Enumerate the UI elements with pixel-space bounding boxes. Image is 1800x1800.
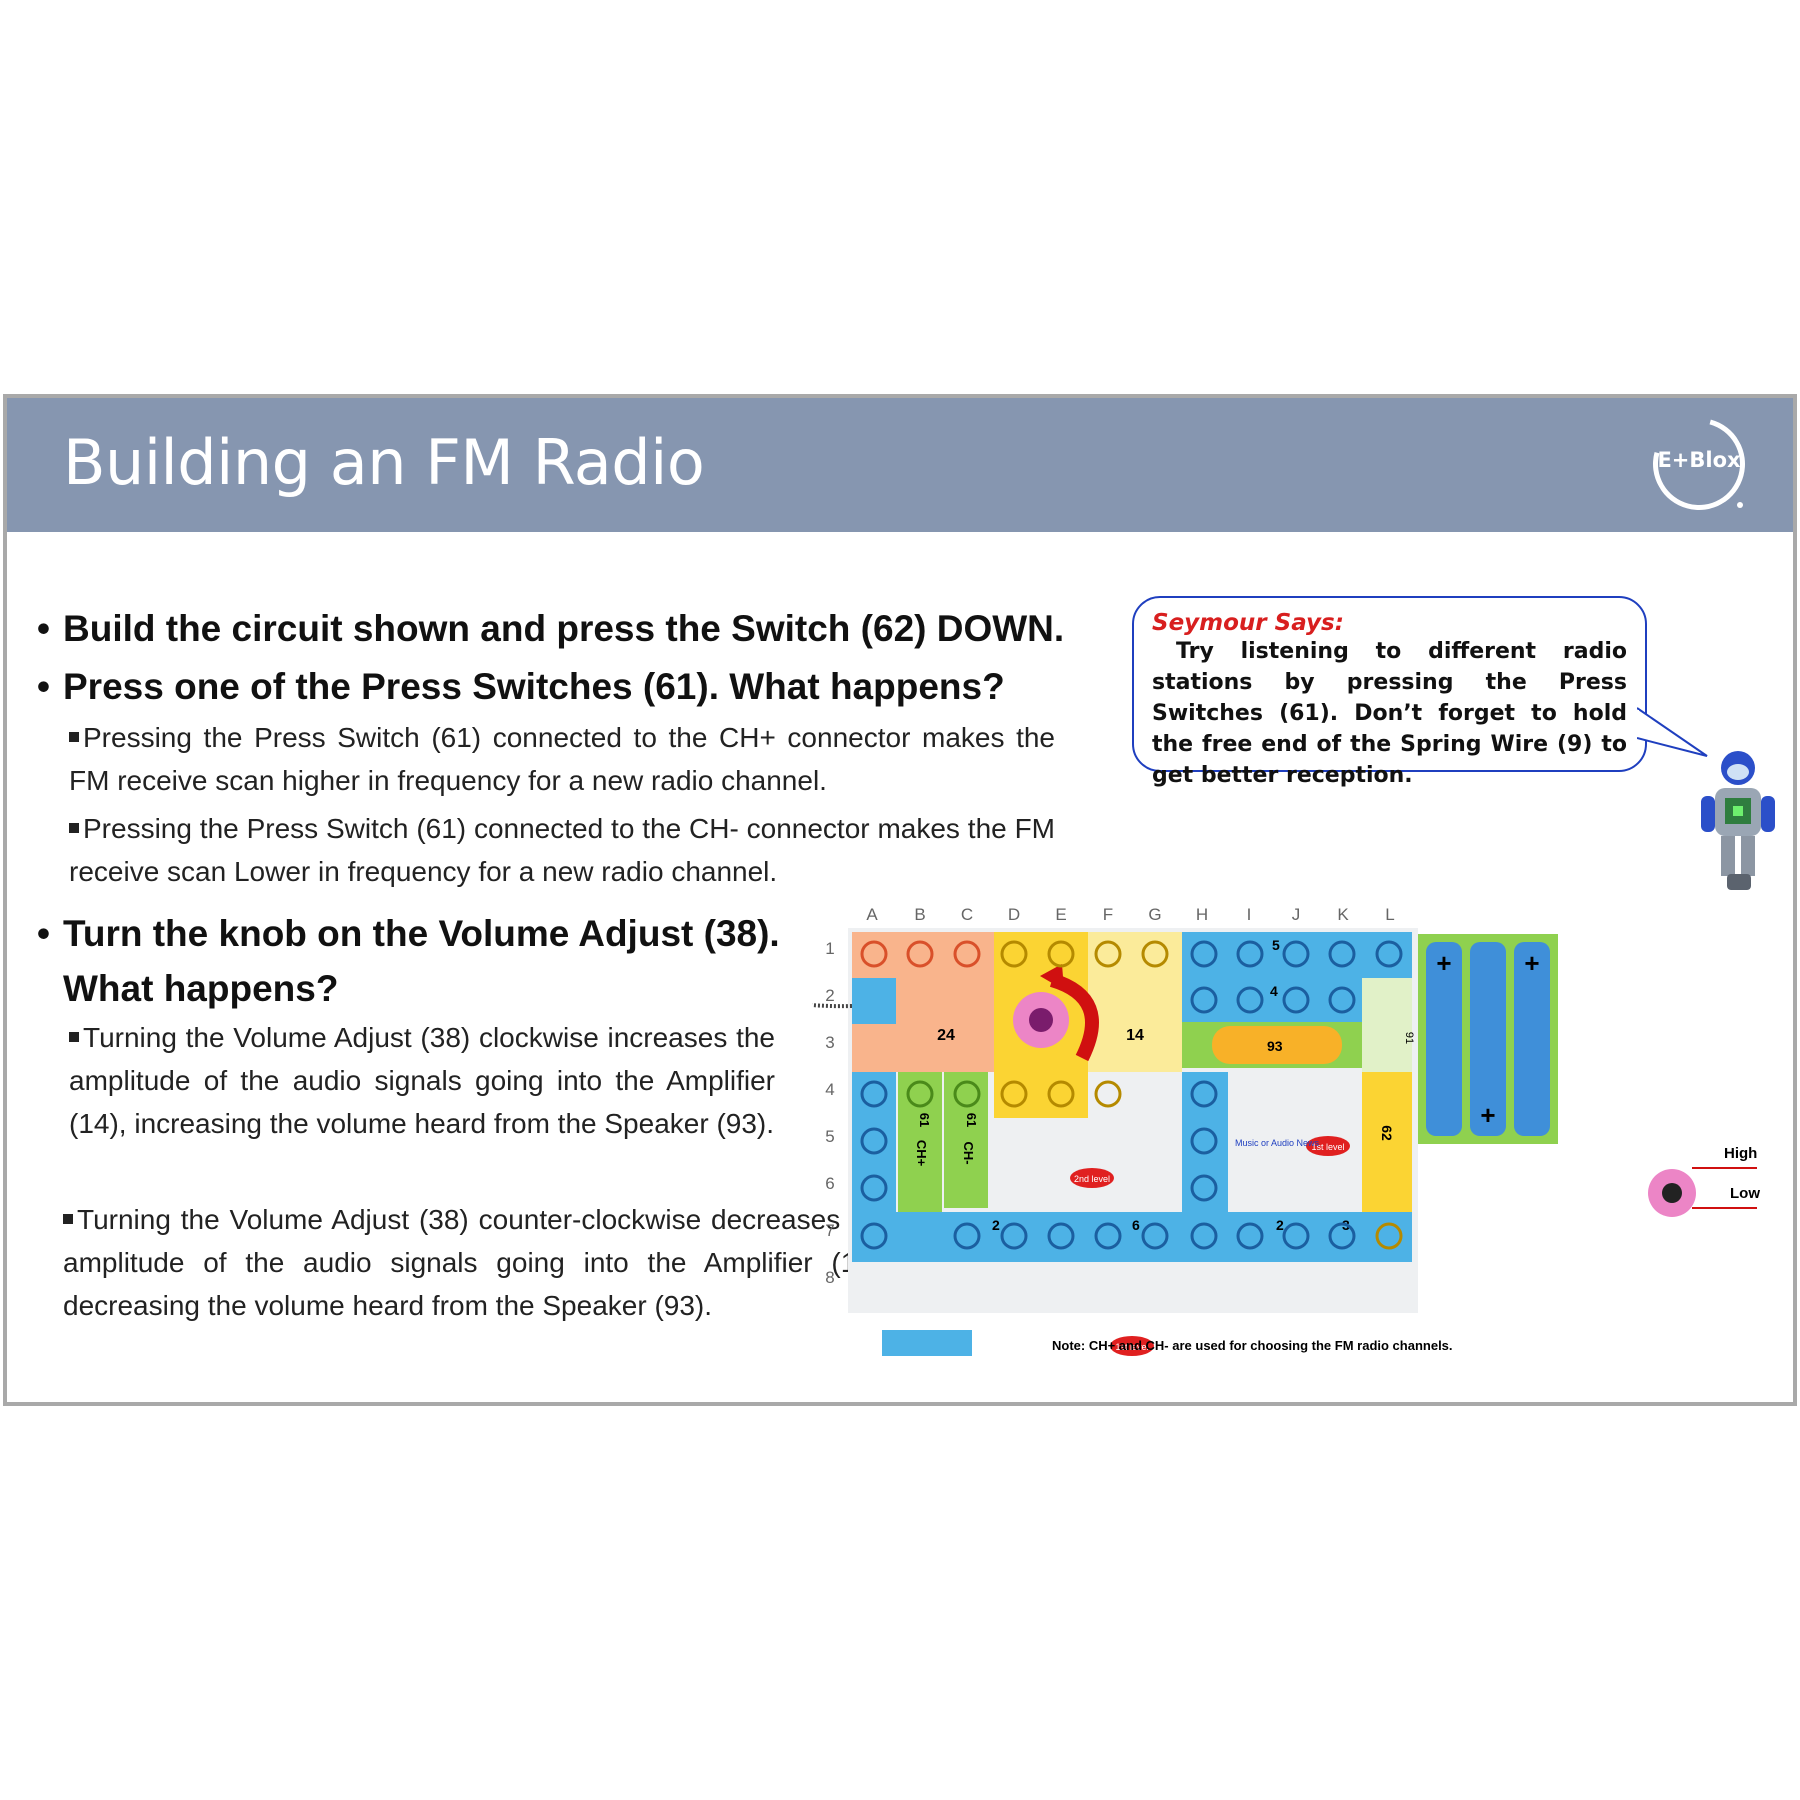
callout-tail	[1637, 707, 1708, 757]
low-label: Low	[1730, 1185, 1760, 1202]
seymour-robot-icon	[1701, 751, 1775, 890]
col-label: J	[1292, 905, 1301, 924]
sw61b-label: 61	[964, 1113, 979, 1127]
row-label: 4	[825, 1080, 834, 1099]
col-label: E	[1055, 905, 1066, 924]
music-label: Music or Audio News	[1235, 1138, 1320, 1148]
slide-title: Building an FM Radio	[63, 426, 705, 499]
battery-label: 91	[1403, 1032, 1415, 1044]
col-label: K	[1337, 905, 1349, 924]
subpoint-text: Pressing the Press Switch (61) connected…	[69, 813, 1055, 887]
bullet-volume-adjust-line2: What happens?	[63, 968, 339, 1009]
col-label: F	[1103, 905, 1113, 924]
subpoint-text: Turning the Volume Adjust (38) clockwise…	[69, 1022, 775, 1139]
sw61a-label: 61	[917, 1113, 932, 1127]
wire2b-label: 2	[1276, 1217, 1284, 1233]
wire6-label: 6	[1132, 1217, 1140, 1233]
wire-5-block	[1182, 932, 1412, 978]
subpoint-ch-plus: Pressing the Press Switch (61) connected…	[69, 716, 1055, 802]
subpoint-text: Turning the Volume Adjust (38) counter-c…	[63, 1204, 889, 1321]
logo-text: E+Blox	[1657, 448, 1741, 472]
row-label: 8	[825, 1268, 834, 1287]
wire2a-label: 2	[992, 1217, 1000, 1233]
row-label: 2	[825, 986, 834, 1005]
seymour-callout: Seymour Says: Try listening to different…	[1132, 596, 1647, 788]
callout-speaker: Seymour Says:	[1152, 610, 1344, 636]
row-label: 3	[825, 1033, 834, 1052]
press-switch-ch-minus	[944, 1072, 988, 1208]
slide: Building an FM Radio E+Blox •Build the c…	[3, 394, 1797, 1406]
col-label: G	[1148, 905, 1161, 924]
row-label: 1	[825, 939, 834, 958]
col-label: H	[1196, 905, 1208, 924]
bullet-text: Turn the knob on the Volume Adjust (38).	[63, 913, 780, 954]
row-label: 6	[825, 1174, 834, 1193]
amp-label: 14	[1126, 1027, 1144, 1044]
svg-text:+: +	[1480, 1100, 1495, 1130]
wire4-label: 4	[1270, 983, 1278, 999]
sw62-label: 62	[1379, 1125, 1395, 1141]
eblox-logo: E+Blox	[1636, 401, 1762, 527]
chminus-label: CH-	[961, 1141, 976, 1164]
level1-label: 1st level	[1115, 1342, 1148, 1352]
subpoint-clockwise: Turning the Volume Adjust (38) clockwise…	[69, 1016, 775, 1145]
note-text: Note: CH+ and CH- are used for choosing …	[1052, 1338, 1453, 1353]
subpoint-ch-minus: Pressing the Press Switch (61) connected…	[69, 807, 1055, 893]
level1b-label: 1st level	[1311, 1142, 1344, 1152]
col-label: I	[1247, 905, 1252, 924]
svg-text:+: +	[1436, 948, 1451, 978]
bullet-volume-adjust: •Turn the knob on the Volume Adjust (38)…	[37, 913, 780, 954]
bullet-build-circuit: •Build the circuit shown and press the S…	[37, 608, 1065, 649]
chplus-label: CH+	[914, 1140, 929, 1167]
col-label: D	[1008, 905, 1020, 924]
radio-label: 24	[937, 1027, 955, 1044]
wire-4-block	[1182, 978, 1362, 1022]
column-labels: A B C D E F G H I J K L	[866, 905, 1394, 924]
wire-h-column	[1182, 1072, 1228, 1262]
col-label: C	[961, 905, 973, 924]
svg-text:+: +	[1524, 948, 1539, 978]
level-1-badge-bottom	[1110, 1336, 1154, 1356]
slide-header: Building an FM Radio E+Blox	[7, 398, 1793, 532]
row-label: 5	[825, 1127, 834, 1146]
wire-row-8	[882, 1330, 972, 1356]
wire-row-7	[852, 1212, 1412, 1262]
col-label: A	[866, 905, 878, 924]
col-label: L	[1385, 905, 1394, 924]
bullet-text: Press one of the Press Switches (61). Wh…	[63, 666, 1005, 707]
wire5-label: 5	[1272, 937, 1280, 953]
subpoint-counter-clockwise: Turning the Volume Adjust (38) counter-c…	[63, 1198, 889, 1327]
row-labels: 1 2 3 4 5 6 7 8	[825, 939, 834, 1287]
bullet-press-switches: •Press one of the Press Switches (61). W…	[37, 666, 1005, 707]
col-label: B	[914, 905, 925, 924]
callout-text: Try listening to different radio station…	[1152, 639, 1627, 788]
level2-label: 2nd level	[1074, 1174, 1110, 1184]
speaker-icon	[1212, 1026, 1342, 1064]
rotate-arrow-icon	[1049, 973, 1099, 1062]
level-1-badge	[1306, 1136, 1350, 1156]
speaker-label: 93	[1267, 1038, 1283, 1054]
snap-connectors	[860, 940, 1403, 1250]
level-2-badge	[1070, 1168, 1114, 1188]
subpoint-text: Pressing the Press Switch (61) connected…	[69, 722, 1055, 796]
fm-radio-circuit-diagram: A B C D E F G H I J K L 1 2 3 4 5 6 7 8	[812, 905, 1760, 1356]
bullet-text: Build the circuit shown and press the Sw…	[63, 608, 1065, 649]
row-label: 7	[825, 1221, 834, 1240]
high-label: High	[1724, 1145, 1757, 1162]
